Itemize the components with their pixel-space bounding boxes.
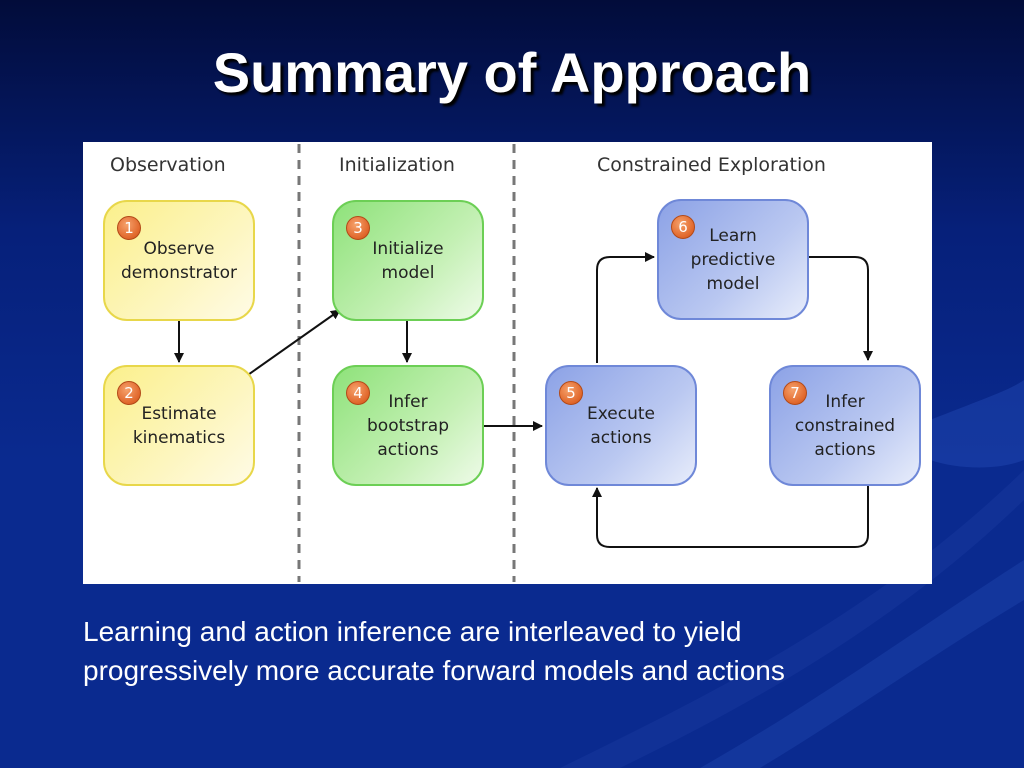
step-badge-6: 6 (671, 215, 695, 239)
section-label-initialization: Initialization (339, 154, 455, 176)
step-badge-3: 3 (346, 216, 370, 240)
node-observe-demonstrator: Observe demonstrator 1 (103, 200, 255, 321)
approach-diagram: Observation Initialization Constrained E… (83, 142, 932, 584)
node-infer-constrained-actions: Infer constrained actions 7 (769, 365, 921, 486)
caption-line-2: progressively more accurate forward mode… (83, 655, 785, 686)
node-label: Infer constrained actions (794, 391, 896, 460)
diagram-connectors (174, 144, 873, 582)
edge-6-7 (809, 256, 873, 361)
section-label-exploration: Constrained Exploration (597, 154, 826, 176)
slide-caption: Learning and action inference are interl… (83, 612, 983, 690)
slide-title: Summary of Approach (212, 41, 812, 104)
step-badge-5: 5 (559, 381, 583, 405)
node-label: Learn predictive model (690, 225, 776, 294)
node-execute-actions: Execute actions 5 (545, 365, 697, 486)
edge-7-5 (592, 486, 869, 548)
step-badge-2: 2 (117, 381, 141, 405)
section-label-observation: Observation (110, 154, 226, 176)
edge-2-3 (244, 309, 341, 378)
node-label: Initialize model (372, 238, 444, 283)
edge-5-6 (596, 252, 655, 363)
step-badge-4: 4 (346, 381, 370, 405)
node-infer-bootstrap-actions: Infer bootstrap actions 4 (332, 365, 484, 486)
step-badge-1: 1 (117, 216, 141, 240)
node-label: Estimate kinematics (132, 403, 226, 448)
node-learn-predictive-model: Learn predictive model 6 (657, 199, 809, 320)
caption-line-1: Learning and action inference are interl… (83, 616, 742, 647)
node-label: Infer bootstrap actions (367, 391, 449, 460)
step-badge-7: 7 (783, 381, 807, 405)
node-estimate-kinematics: Estimate kinematics 2 (103, 365, 255, 486)
node-initialize-model: Initialize model 3 (332, 200, 484, 321)
node-label: Observe demonstrator (121, 238, 237, 283)
node-label: Execute actions (587, 403, 655, 448)
